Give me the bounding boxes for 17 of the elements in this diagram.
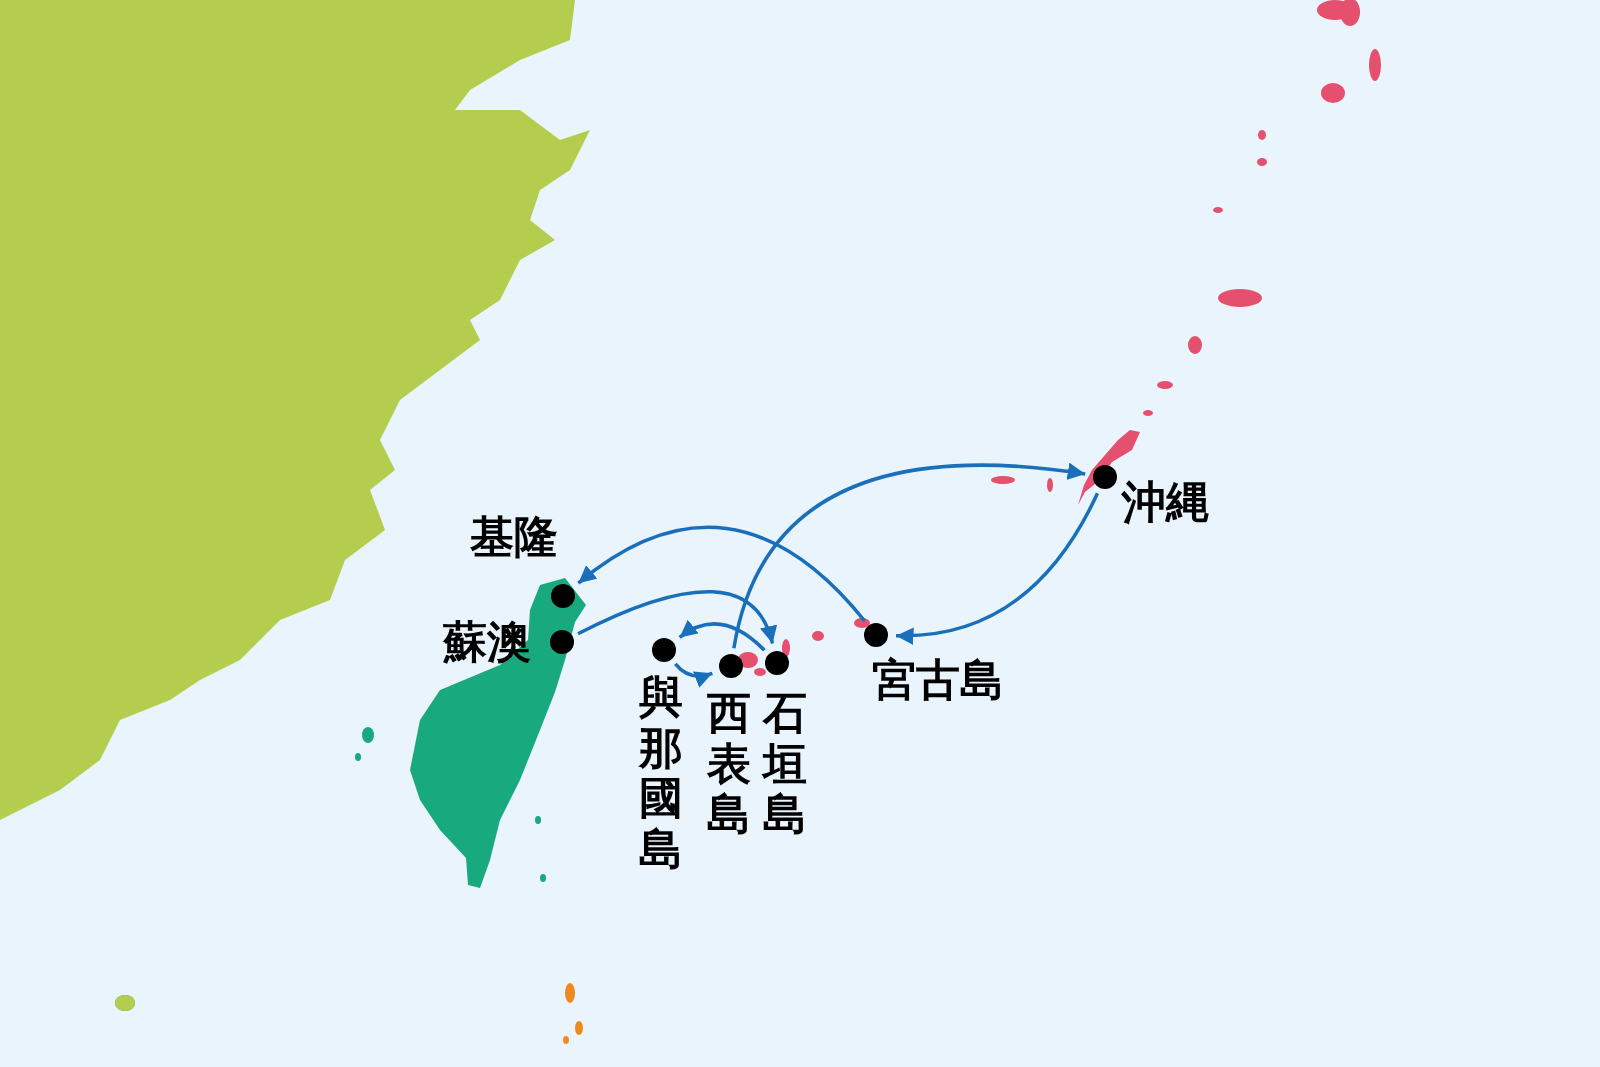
place-label: 基隆 bbox=[470, 515, 558, 559]
arrow bbox=[732, 463, 1086, 649]
location-dot bbox=[864, 623, 888, 647]
location-dot bbox=[652, 638, 676, 662]
arrow bbox=[577, 590, 776, 645]
arrow bbox=[678, 620, 766, 652]
location-dot bbox=[765, 651, 789, 675]
location-dot bbox=[719, 654, 743, 678]
place-label: 與那國島 bbox=[638, 672, 684, 875]
arrow bbox=[674, 662, 713, 688]
arrow bbox=[577, 525, 867, 623]
place-label: 宮古島 bbox=[872, 658, 1004, 702]
arrow bbox=[895, 492, 1100, 645]
place-label: 沖縄 bbox=[1122, 480, 1210, 524]
location-dot bbox=[1093, 465, 1117, 489]
place-label: 西表島 bbox=[706, 688, 752, 840]
place-label: 石垣島 bbox=[762, 688, 808, 840]
